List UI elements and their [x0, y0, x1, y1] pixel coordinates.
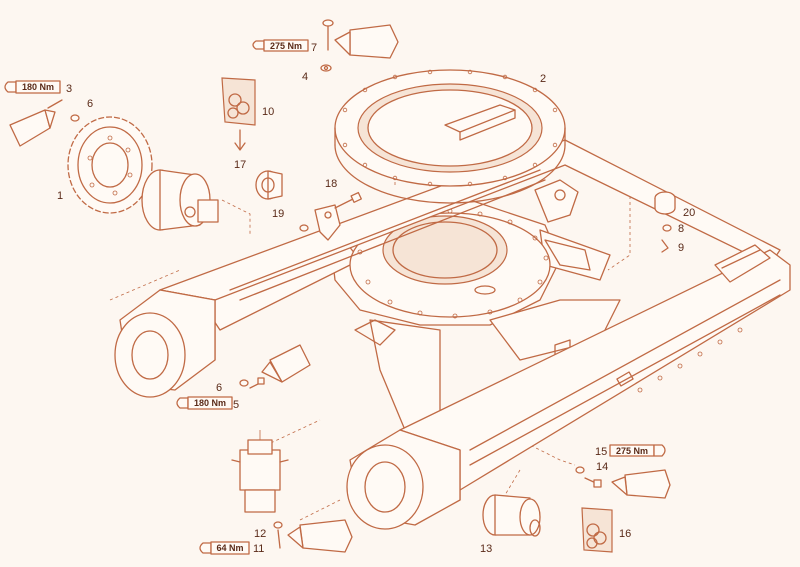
- seal-kit-bag-icon: [221, 77, 256, 126]
- part-19-bracket: [299, 204, 341, 241]
- callout-numbers: 1 2 3 4 5 6 6 7 8 9 10 11 12 13 14 15 16…: [57, 42, 695, 555]
- callout-7: 7: [311, 42, 317, 54]
- callout-2: 2: [540, 73, 546, 85]
- callout-11: 11: [253, 543, 264, 555]
- grease-cartridge-icon: [287, 519, 353, 553]
- part-11-bolt: [277, 529, 281, 549]
- part-7-bolt-washer: [320, 19, 334, 72]
- callout-3: 3: [66, 83, 72, 95]
- torque-wrench-icon: [176, 397, 189, 409]
- callout-15: 15: [595, 446, 607, 458]
- callout-18: 18: [325, 178, 337, 190]
- torque-wrench-icon: [252, 40, 265, 50]
- travel-motor: [141, 169, 219, 231]
- callout-16: 16: [619, 528, 631, 540]
- svg-text:180 Nm: 180 Nm: [194, 398, 226, 408]
- callout-5: 5: [233, 399, 239, 411]
- callout-10: 10: [262, 106, 274, 118]
- callout-12: 12: [254, 528, 266, 540]
- part-5-bolt: [239, 377, 265, 389]
- svg-text:64 Nm: 64 Nm: [216, 543, 243, 553]
- callout-13: 13: [480, 543, 492, 555]
- callout-9: 9: [678, 242, 684, 254]
- right-track-frame: [346, 244, 791, 530]
- torque-wrench-icon: [4, 81, 17, 93]
- arrow-down-icon: [234, 129, 246, 151]
- callout-20: 20: [683, 207, 695, 219]
- grease-cartridge-icon: [9, 99, 80, 147]
- callout-19: 19: [272, 208, 284, 220]
- cylinder-assembly: [231, 430, 289, 513]
- torque-label-11: 64 Nm: [199, 541, 250, 555]
- torque-wrench-icon: [653, 444, 666, 457]
- svg-text:275 Nm: 275 Nm: [616, 446, 648, 456]
- callout-6: 6: [216, 382, 222, 394]
- svg-text:275 Nm: 275 Nm: [270, 41, 302, 51]
- part-8-nipple: [662, 224, 672, 232]
- part-2-slewing-ring: [334, 69, 566, 204]
- torque-label-5: 180 Nm: [176, 396, 233, 410]
- torque-label-7: 275 Nm: [252, 39, 309, 52]
- left-track-frame: [114, 139, 781, 398]
- torque-label-3: 180 Nm: [4, 80, 61, 94]
- torque-label-15: 275 Nm: [609, 444, 666, 457]
- svg-text:180 Nm: 180 Nm: [22, 82, 54, 92]
- callout-17: 17: [234, 159, 246, 171]
- callout-14: 14: [596, 461, 608, 473]
- grease-cartridge-icon: [334, 24, 399, 59]
- seal-kit-bag-icon: [581, 507, 613, 553]
- part-13-roller: [482, 494, 541, 537]
- part-1-sprocket: [67, 116, 153, 214]
- grease-cartridge-icon: [261, 344, 311, 383]
- callout-6: 6: [87, 98, 93, 110]
- part-18-bolt: [334, 191, 362, 209]
- callout-1: 1: [57, 190, 63, 202]
- part-17-coupling: [255, 170, 283, 200]
- part-12-washer: [273, 521, 283, 529]
- part-9-fitting: [661, 239, 669, 253]
- grease-cartridge-icon: [611, 469, 671, 499]
- torque-wrench-icon: [199, 542, 212, 554]
- callout-4: 4: [302, 71, 308, 83]
- callout-8: 8: [678, 223, 684, 235]
- part-14-bolt-washer: [575, 466, 602, 488]
- part-20-cap: [654, 191, 676, 215]
